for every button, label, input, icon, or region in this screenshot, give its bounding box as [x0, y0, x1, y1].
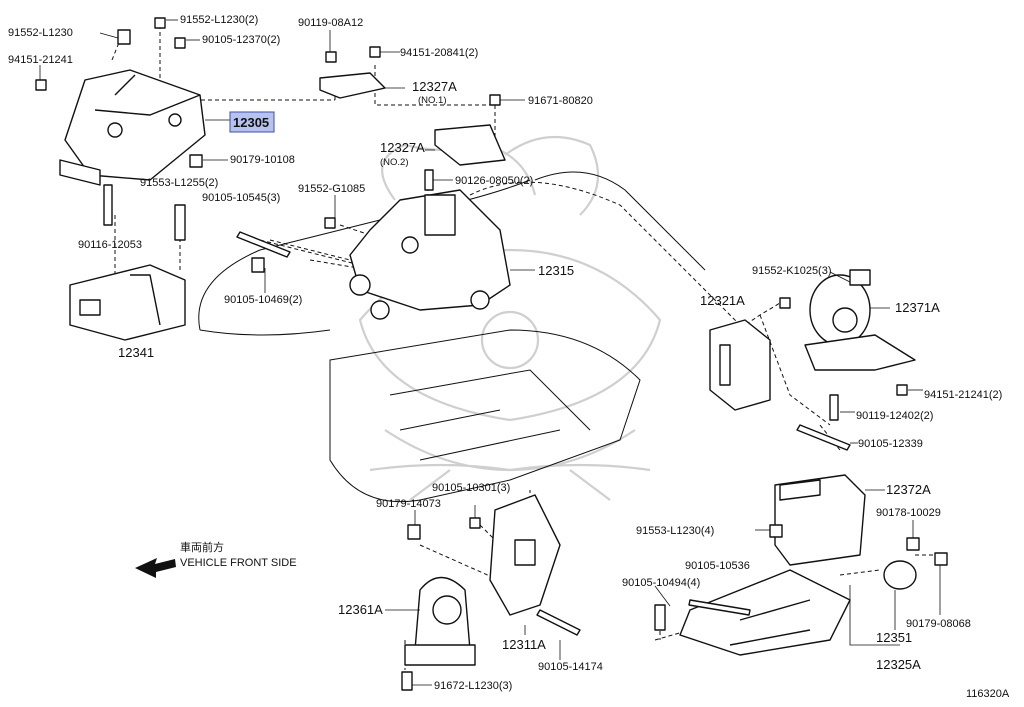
engine-mount-12305	[59, 69, 206, 186]
engine-mount-12371A	[804, 269, 916, 371]
label-91552-G1085: 91552-G1085	[298, 183, 365, 195]
label-90179-10108: 90179-10108	[230, 154, 295, 166]
label-90179-08068: 90179-08068	[906, 618, 971, 630]
highlight-box-12305	[229, 111, 275, 133]
label-90126-08050-2: 90126-08050(2)	[455, 175, 533, 187]
bracket-12327A-no1	[319, 72, 386, 99]
label-12327A-no2: 12327A	[380, 140, 425, 155]
label-91553-L1230-4: 91553-L1230(4)	[636, 525, 714, 537]
diagram-id: 116320A	[966, 688, 1010, 700]
label-12315: 12315	[538, 263, 574, 278]
label-no1: (NO.1)	[418, 95, 447, 106]
label-12371A: 12371A	[895, 300, 940, 315]
label-90178-10029: 90178-10029	[876, 507, 941, 519]
label-90105-10536: 90105-10536	[685, 560, 750, 572]
label-91671-80820: 91671-80820	[528, 95, 593, 107]
label-90119-12402-2: 90119-12402(2)	[856, 410, 933, 422]
label-12327A-no1: 12327A	[412, 79, 457, 94]
label-12361A: 12361A	[338, 602, 383, 617]
label-91552-L1230-2: 91552-L1230(2)	[180, 14, 258, 26]
label-94151-21241: 94151-21241	[8, 54, 73, 66]
label-12325A: 12325A	[876, 657, 921, 672]
leader-lines	[39, 19, 941, 686]
label-12372A: 12372A	[886, 482, 931, 497]
engine-mount-12361A	[404, 576, 476, 666]
label-94151-20841-2: 94151-20841(2)	[400, 47, 478, 59]
label-90179-14073: 90179-14073	[376, 498, 441, 510]
label-90105-14174: 90105-14174	[538, 661, 603, 673]
part-labels: 91552-L1230 91552-L1230(2) 90105-12370(2…	[8, 14, 1010, 700]
bracket-12315	[349, 189, 511, 320]
label-12321A: 12321A	[700, 293, 745, 308]
bracket-12311A	[489, 494, 561, 616]
label-94151-21241-2: 94151-21241(2)	[924, 389, 1002, 401]
bracket-12325A	[679, 569, 851, 656]
label-91672-L1230-3: 91672-L1230(3)	[434, 680, 512, 692]
label-90105-12339: 90105-12339	[858, 438, 923, 450]
watermark-emblem	[358, 135, 662, 501]
mount-insulator-12351	[883, 560, 917, 590]
engine-block-outline	[198, 171, 706, 503]
label-no2: (NO.2)	[380, 157, 409, 168]
label-90116-12053: 90116-12053	[78, 239, 142, 251]
label-90105-10494-4: 90105-10494(4)	[622, 577, 700, 589]
bracket-12341	[69, 264, 186, 341]
label-12351: 12351	[876, 630, 912, 645]
label-90105-10545-3: 90105-10545(3)	[202, 192, 280, 204]
label-12305: 12305	[233, 115, 269, 130]
label-91552-L1230: 91552-L1230	[8, 27, 73, 39]
label-91552-K1025-3: 91552-K1025(3)	[752, 265, 832, 277]
label-vehicle-front-en: VEHICLE FRONT SIDE	[180, 557, 297, 569]
label-12311A: 12311A	[502, 637, 546, 652]
label-90105-12370-2: 90105-12370(2)	[202, 34, 280, 46]
label-90105-10469-2: 90105-10469(2)	[224, 294, 302, 306]
label-90105-10301-3: 90105-10301(3)	[432, 482, 510, 494]
label-91553-L1255-2: 91553-L1255(2)	[140, 177, 218, 189]
bracket-12321A	[709, 319, 771, 411]
bracket-12327A-no2	[434, 124, 506, 166]
vehicle-front-arrow-icon	[135, 558, 176, 578]
bolts-and-nuts	[35, 17, 948, 691]
bracket-12372A	[774, 474, 866, 566]
label-vehicle-front-jp: 車両前方	[180, 540, 224, 554]
label-12341: 12341	[118, 345, 154, 360]
label-90119-08A12: 90119-08A12	[298, 17, 363, 29]
